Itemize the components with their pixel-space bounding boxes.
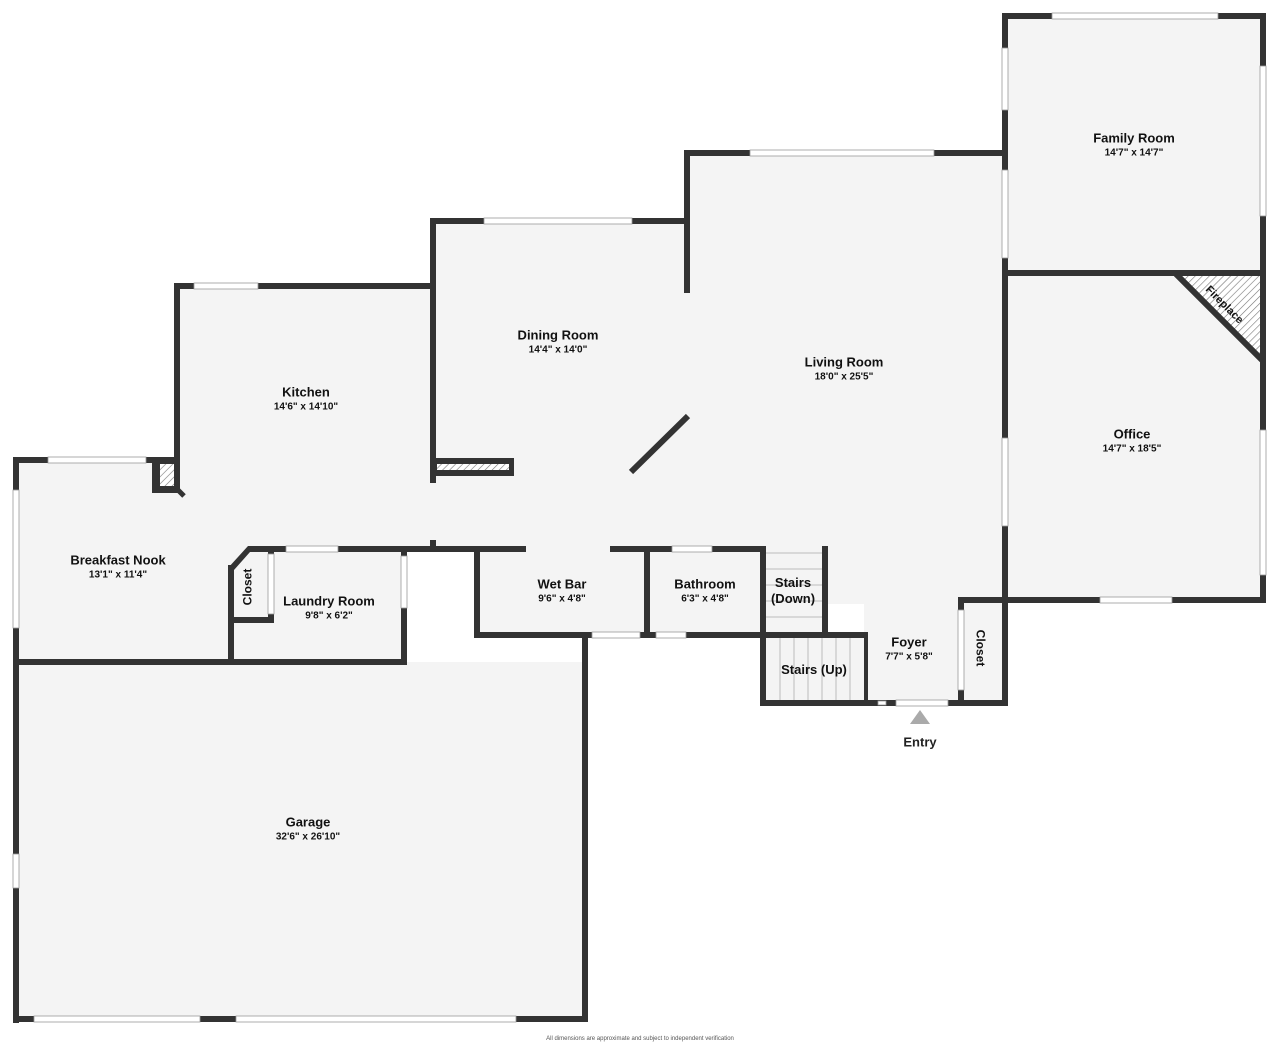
room-dimensions: 14'7" x 18'5" <box>1102 443 1162 455</box>
stairs-up-label: Stairs (Up) <box>781 662 847 677</box>
closet-label-foyer: Closet <box>973 629 988 667</box>
room-name: Wet Bar <box>537 576 587 592</box>
windows <box>12 12 1267 1023</box>
room-label-breakfast-nook: Breakfast Nook 13'1" x 11'4" <box>70 553 165 582</box>
room-label-wet-bar: Wet Bar 9'6" x 4'8" <box>538 577 587 606</box>
room-label-garage: Garage 32'6" x 26'10" <box>276 815 340 844</box>
room-label-foyer: Foyer 7'7" x 5'8" <box>885 635 933 664</box>
fireplace-graphic <box>1173 271 1265 363</box>
room-name: Garage <box>285 814 331 830</box>
room-name: Office <box>1113 426 1151 442</box>
room-dimensions: 14'4" x 14'0" <box>528 344 588 356</box>
disclaimer: All dimensions are approximate and subje… <box>546 1036 734 1042</box>
room-name: Laundry Room <box>283 593 375 609</box>
room-label-dining-room: Dining Room 14'4" x 14'0" <box>518 328 599 357</box>
room-name: Living Room <box>804 354 884 370</box>
room-dimensions: 13'1" x 11'4" <box>88 569 148 581</box>
room-name: Kitchen <box>282 384 330 400</box>
room-dimensions: 9'6" x 4'8" <box>538 593 586 605</box>
room-name: Dining Room <box>517 327 599 343</box>
entry-arrow-icon <box>910 710 930 724</box>
room-name: Breakfast Nook <box>70 552 166 568</box>
room-name: Foyer <box>891 634 927 650</box>
stairs-down-graphic <box>766 552 822 618</box>
room-label-family-room: Family Room 14'7" x 14'7" <box>1093 131 1175 160</box>
room-label-bathroom: Bathroom 6'3" x 4'8" <box>674 577 735 606</box>
stairs-down-label: Stairs (Down) <box>770 575 816 606</box>
room-dimensions: 14'6" x 14'10" <box>273 401 339 413</box>
room-label-kitchen: Kitchen 14'6" x 14'10" <box>274 385 338 414</box>
entry-label: Entry <box>903 734 937 750</box>
room-name: Family Room <box>1093 130 1175 146</box>
floor-fills <box>16 16 1262 1020</box>
room-label-office: Office 14'7" x 18'5" <box>1103 427 1162 456</box>
room-name: Bathroom <box>674 576 736 592</box>
room-label-living-room: Living Room 18'0" x 25'5" <box>805 355 884 384</box>
stairs-up-graphic <box>779 638 851 700</box>
room-dimensions: 18'0" x 25'5" <box>814 371 874 383</box>
room-dimensions: 32'6" x 26'10" <box>275 831 341 843</box>
room-label-laundry-room: Laundry Room 9'8" x 6'2" <box>283 594 375 623</box>
room-dimensions: 6'3" x 4'8" <box>681 593 729 605</box>
closet-label-laundry: Closet <box>240 568 255 606</box>
room-dimensions: 7'7" x 5'8" <box>885 651 933 663</box>
room-dimensions: 14'7" x 14'7" <box>1104 147 1164 159</box>
room-dimensions: 9'8" x 6'2" <box>305 610 353 622</box>
